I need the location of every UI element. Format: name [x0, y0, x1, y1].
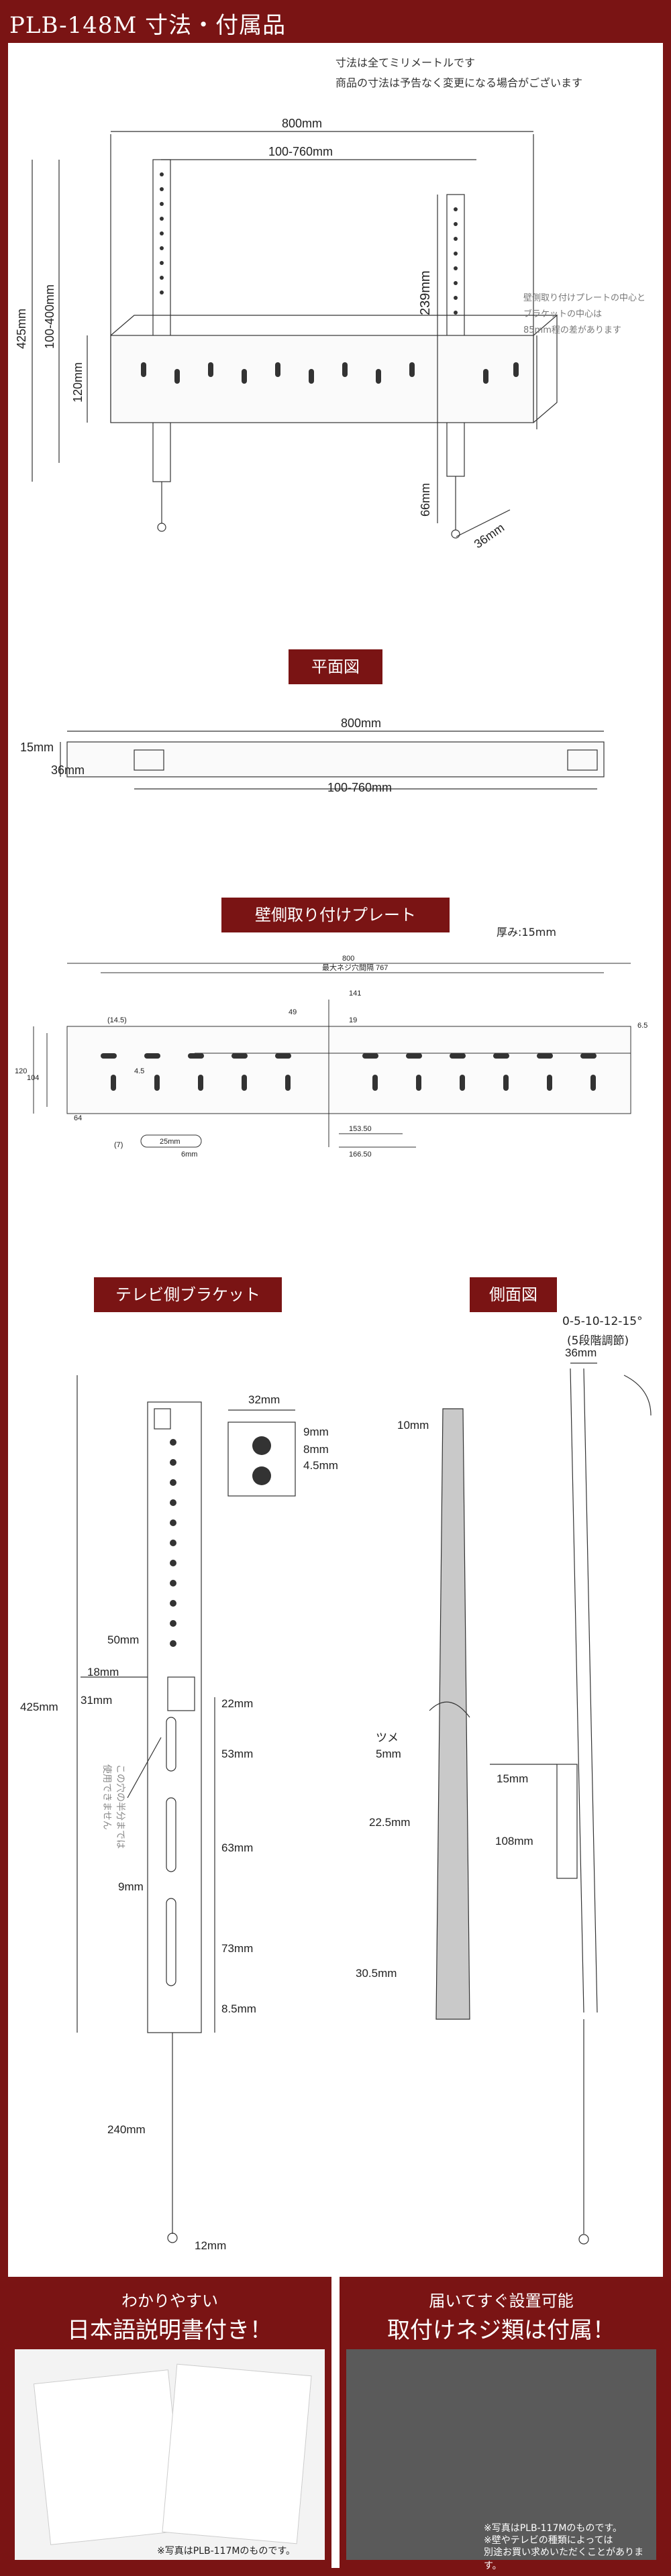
- screws-caption-2: ※壁やテレビの種類によっては: [484, 2535, 613, 2546]
- plate-dim-104: 104: [27, 1074, 39, 1082]
- side-dim-10mm: 10mm: [397, 1419, 429, 1432]
- manual-line1: わかりやすい: [121, 2292, 218, 2310]
- screws-box: 届いてすぐ設置可能 取付けネジ類は付属！ ※写真はPLB-117Mのものです。 …: [340, 2277, 663, 2571]
- side-view-drawing: 10mm ツメ 5mm 22.5mm 30.5mm 15mm 108mm 36m…: [356, 1346, 652, 2245]
- bracket-hole-note-2: 使用できません: [101, 1764, 113, 1830]
- side-dim-depth: 36mm: [565, 1346, 597, 1359]
- bracket-side-18mm: 18mm: [87, 1666, 119, 1678]
- bracket-slot-73mm: 73mm: [221, 1942, 253, 1955]
- bracket-slot-53mm: 53mm: [221, 1748, 253, 1760]
- title-bar: PLB-148M 寸法・付属品: [0, 0, 671, 43]
- wall-plate-label: 壁側取り付けプレート: [221, 898, 450, 932]
- manual-caption: ※写真はPLB-117Mのものです。: [157, 2546, 296, 2557]
- plan-view-drawing: 800mm 100-760mm 15mm 36mm: [20, 716, 605, 794]
- plate-dim-49: 49: [289, 1008, 297, 1016]
- manual-line2: 日本語説明書付き！: [67, 2317, 272, 2344]
- side-dim-30-5mm: 30.5mm: [356, 1967, 397, 1980]
- plate-dim-25mm: 25mm: [160, 1138, 180, 1146]
- screws-line1: 届いてすぐ設置可能: [429, 2292, 574, 2310]
- side-view-tilt: 0-5-10-12-15°: [562, 1315, 643, 1328]
- front-note-1: 壁側取り付けプレートの中心と: [523, 293, 646, 303]
- front-note-3: 85mm程の差があります: [523, 325, 621, 335]
- bracket-hole-9mm: 9mm: [303, 1426, 329, 1438]
- front-height-range: 100-400mm: [43, 284, 56, 349]
- bracket-slot-12mm: 12mm: [195, 2239, 226, 2252]
- side-dim-15mm: 15mm: [497, 1772, 528, 1785]
- plate-dim-800: 800: [342, 955, 354, 963]
- side-dim-5mm: 5mm: [376, 1748, 401, 1760]
- plate-dim-4-5: 4.5: [134, 1067, 144, 1075]
- front-width-total: 800mm: [282, 117, 322, 130]
- plate-slots: [141, 362, 519, 384]
- front-bottom-offset: 66mm: [419, 483, 432, 517]
- bracket-hole-4-5mm: 4.5mm: [303, 1459, 338, 1472]
- bracket-slot-8-5mm: 8.5mm: [221, 2002, 256, 2015]
- bracket-side-50mm: 50mm: [107, 1633, 139, 1646]
- note-units: 寸法は全てミリメートルです: [336, 56, 476, 69]
- plan-view-label: 平面図: [289, 649, 382, 684]
- screws-caption-1: ※写真はPLB-117Mのものです。: [484, 2523, 623, 2534]
- front-width-range: 100-760mm: [268, 145, 333, 158]
- plan-depth: 36mm: [51, 763, 85, 777]
- plan-width-range: 100-760mm: [327, 781, 392, 794]
- plate-dim-6-5: 6.5: [637, 1022, 648, 1030]
- front-view-drawing: 800mm 100-760mm 425mm 100-400mm 120mm 23…: [15, 117, 646, 551]
- side-view-label: 側面図: [470, 1277, 557, 1312]
- plate-dim-166: 166.50: [349, 1150, 372, 1159]
- side-dim-22-5mm: 22.5mm: [369, 1816, 410, 1829]
- wall-plate-drawing: 800 最大ネジ穴間隔 767 141 19 49 153.50 166.50 …: [15, 955, 648, 1159]
- front-height-total: 425mm: [15, 309, 28, 349]
- plate-dim-120: 120: [15, 1067, 27, 1075]
- bracket-slot-63mm: 63mm: [221, 1841, 253, 1854]
- plate-dim-767: 最大ネジ穴間隔 767: [322, 963, 388, 972]
- plate-dim-7: (7): [114, 1141, 123, 1149]
- tv-bracket-label: テレビ側ブラケット: [94, 1277, 282, 1312]
- wall-plate-thickness: 厚み:15mm: [497, 926, 556, 938]
- screws-line2: 取付けネジ類は付属！: [387, 2317, 615, 2344]
- manual-page-right: [162, 2363, 312, 2544]
- manual-box: わかりやすい 日本語説明書付き！ ※写真はPLB-117Mのものです。: [8, 2277, 331, 2568]
- bracket-slot-22mm: 22mm: [221, 1697, 253, 1710]
- side-view-tilt-steps: (5段階調節): [567, 1334, 629, 1348]
- front-plate-height: 120mm: [71, 362, 85, 402]
- bracket-width-detail: 32mm: [248, 1393, 280, 1406]
- bracket-side-240mm: 240mm: [107, 2123, 146, 2136]
- plan-thickness: 15mm: [20, 741, 54, 754]
- bracket-hole-note-1: この穴の半分までは: [115, 1764, 125, 1849]
- bracket-hole-8mm: 8mm: [303, 1443, 329, 1456]
- plate-dim-64: 64: [74, 1114, 82, 1122]
- plate-dim-141: 141: [349, 989, 361, 998]
- bracket-side-31mm: 31mm: [81, 1694, 112, 1707]
- side-dim-tsume: ツメ: [376, 1731, 399, 1745]
- side-dim-108mm: 108mm: [495, 1835, 533, 1847]
- screws-photo: ※写真はPLB-117Mのものです。 ※壁やテレビの種類によっては 別途お買い求…: [346, 2349, 656, 2571]
- bracket-side-9mm: 9mm: [118, 1880, 144, 1893]
- plan-width-total: 800mm: [341, 716, 381, 730]
- plate-dim-153: 153.50: [349, 1125, 372, 1133]
- plate-dim-19: 19: [349, 1016, 357, 1024]
- screws-caption-3: 別途お買い求めいただくことがあります。: [484, 2547, 643, 2571]
- front-depth: 36mm: [472, 521, 507, 551]
- front-note-2: ブラケットの中心は: [523, 309, 602, 319]
- bracket-height-total: 425mm: [20, 1701, 58, 1713]
- tv-bracket-drawing: 32mm 9mm 8mm 4.5mm 425mm 50mm 18mm 31mm …: [20, 1375, 338, 2252]
- note-change: 商品の寸法は予告なく変更になる場合がございます: [336, 76, 583, 89]
- front-bracket-height: 239mm: [418, 270, 433, 315]
- plate-dim-6mm: 6mm: [181, 1150, 197, 1159]
- page-title: PLB-148M 寸法・付属品: [9, 12, 287, 39]
- bracket-holes: [160, 172, 458, 315]
- plate-dim-14-5: (14.5): [107, 1016, 127, 1024]
- manual-photo: ※写真はPLB-117Mのものです。: [15, 2349, 325, 2560]
